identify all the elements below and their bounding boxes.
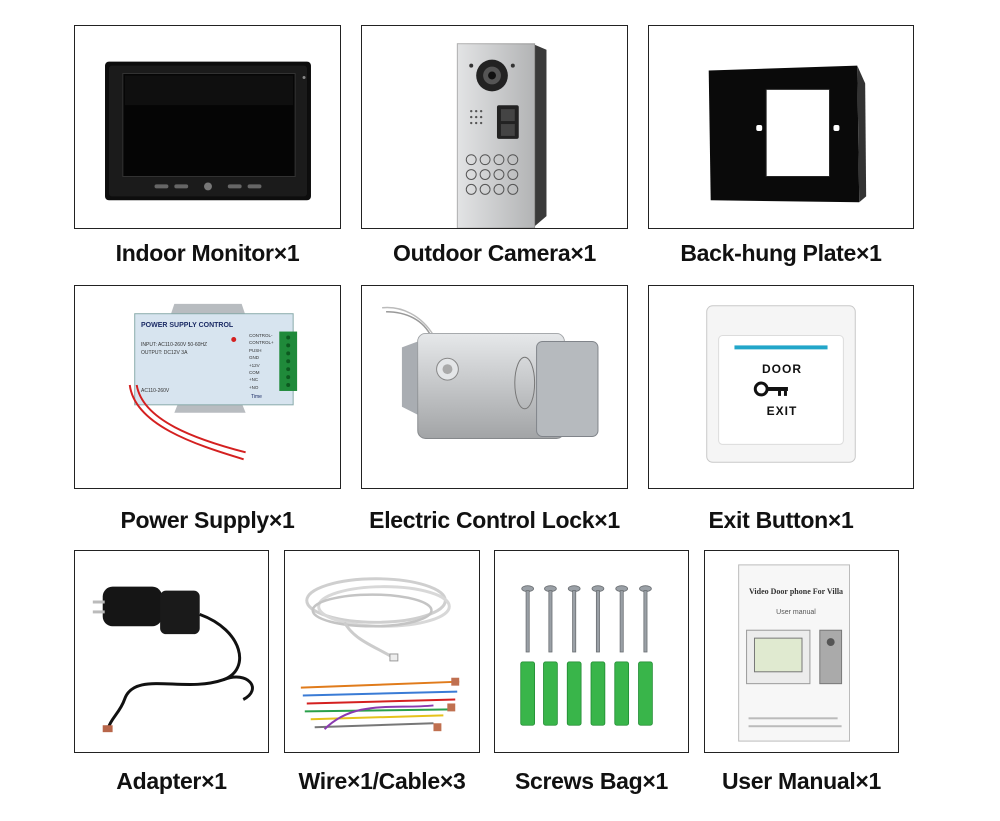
terminal-label: PUSH <box>249 347 262 353</box>
power-supply-image <box>128 303 298 461</box>
electric-lock-image <box>382 306 599 439</box>
terminal-label: CONTROL+ <box>249 340 274 346</box>
item-label-adapter: Adapter×1 <box>116 768 227 794</box>
manual-subtitle: User manual <box>776 609 816 616</box>
back-hung-plate-image <box>708 65 867 203</box>
terminal-label: COM <box>249 370 260 376</box>
item-label-back-hung-plate: Back-hung Plate×1 <box>680 240 882 266</box>
power-supply-input: INPUT: AC110-260V 50-60HZ <box>141 342 208 348</box>
item-label-electric-lock: Electric Control Lock×1 <box>369 507 620 533</box>
user-manual-box: Video Door phone For Villa User manual <box>704 550 899 753</box>
power-supply-output: OUTPUT: DC12V 3A <box>141 350 188 356</box>
power-supply-box: POWER SUPPLY CONTROL INPUT: AC110-260V 5… <box>74 285 341 489</box>
terminal-label: +NO <box>249 384 259 390</box>
indoor-monitor-image <box>105 61 311 201</box>
screws-bag-image <box>520 585 653 726</box>
item-label-power-supply: Power Supply×1 <box>120 507 295 533</box>
back-hung-plate-box <box>648 25 914 229</box>
terminal-label: +12V <box>249 362 260 368</box>
manual-title: Video Door phone For Villa <box>748 587 844 596</box>
item-label-indoor-monitor: Indoor Monitor×1 <box>115 240 300 266</box>
exit-button-image <box>706 305 856 463</box>
outdoor-camera-image <box>456 43 547 228</box>
power-supply-time: Time <box>251 394 262 400</box>
terminal-label: CONTROL- <box>249 333 273 338</box>
power-supply-title: POWER SUPPLY CONTROL <box>141 322 234 329</box>
item-label-screws-bag: Screws Bag×1 <box>514 768 669 794</box>
item-label-user-manual: User Manual×1 <box>721 768 882 794</box>
exit-button-exit-text: EXIT <box>766 404 798 418</box>
item-label-exit-button: Exit Button×1 <box>708 507 854 533</box>
user-manual-image <box>738 564 850 742</box>
outdoor-camera-box <box>361 25 628 229</box>
terminal-label: GND <box>249 355 259 361</box>
exit-button-box: DOOR EXIT <box>648 285 914 489</box>
terminal-label: +NC <box>249 377 259 383</box>
wire-cable-box <box>284 550 480 753</box>
wire-cable-image <box>300 577 460 732</box>
exit-button-door-text: DOOR <box>762 362 802 376</box>
item-label-outdoor-camera: Outdoor Camera×1 <box>393 240 596 266</box>
power-supply-ac: AC110-260V <box>141 388 170 394</box>
adapter-image <box>92 586 254 733</box>
adapter-box <box>74 550 269 753</box>
power-supply-terminals: CONTROL- CONTROL+ PUSH GND +12V COM +NC … <box>249 332 274 391</box>
screws-bag-box <box>494 550 689 753</box>
indoor-monitor-box <box>74 25 341 229</box>
item-label-wire-cable: Wire×1/Cable×3 <box>298 768 466 794</box>
electric-lock-box <box>361 285 628 489</box>
